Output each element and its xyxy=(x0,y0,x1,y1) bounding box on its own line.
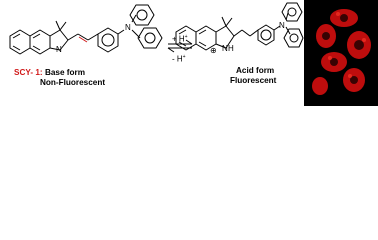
fluorescence-image xyxy=(304,0,378,106)
base-phenyl-ring xyxy=(97,27,125,53)
base-amine-nitrogen: N xyxy=(125,23,131,32)
base-indole-nitrogen: N xyxy=(56,45,62,54)
base-vinyl-linker xyxy=(67,33,99,43)
acid-indolium-charge: ⊕ xyxy=(210,46,217,55)
forward-label: + H+ xyxy=(172,34,188,44)
base-benzindole xyxy=(9,20,69,55)
reaction-scheme xyxy=(9,2,304,55)
equilibrium-arrows xyxy=(167,39,193,53)
reverse-label: - H+ xyxy=(172,54,186,64)
acid-indolium-hydrogen: H xyxy=(228,44,234,53)
acid-diphenylamine xyxy=(281,2,304,48)
acid-amine-nitrogen: N xyxy=(279,21,285,30)
acid-form-label: Acid form xyxy=(236,66,275,75)
base-property-label: Non-Fluorescent xyxy=(40,78,106,87)
acid-property-label: Fluorescent xyxy=(230,76,277,85)
compound-name: SCY- 1: xyxy=(14,68,43,77)
base-label-line1: SCY- 1: Base form xyxy=(14,68,85,77)
cell-stain-image xyxy=(304,0,378,106)
acid-phenyl-ring xyxy=(257,24,281,46)
acid-indolium-nitrogen: N xyxy=(222,44,228,53)
acid-vinyl-linker xyxy=(233,29,259,37)
base-diphenylamine xyxy=(129,4,163,49)
base-form-label: Base form xyxy=(44,68,85,77)
acid-benzindolium xyxy=(175,16,235,51)
